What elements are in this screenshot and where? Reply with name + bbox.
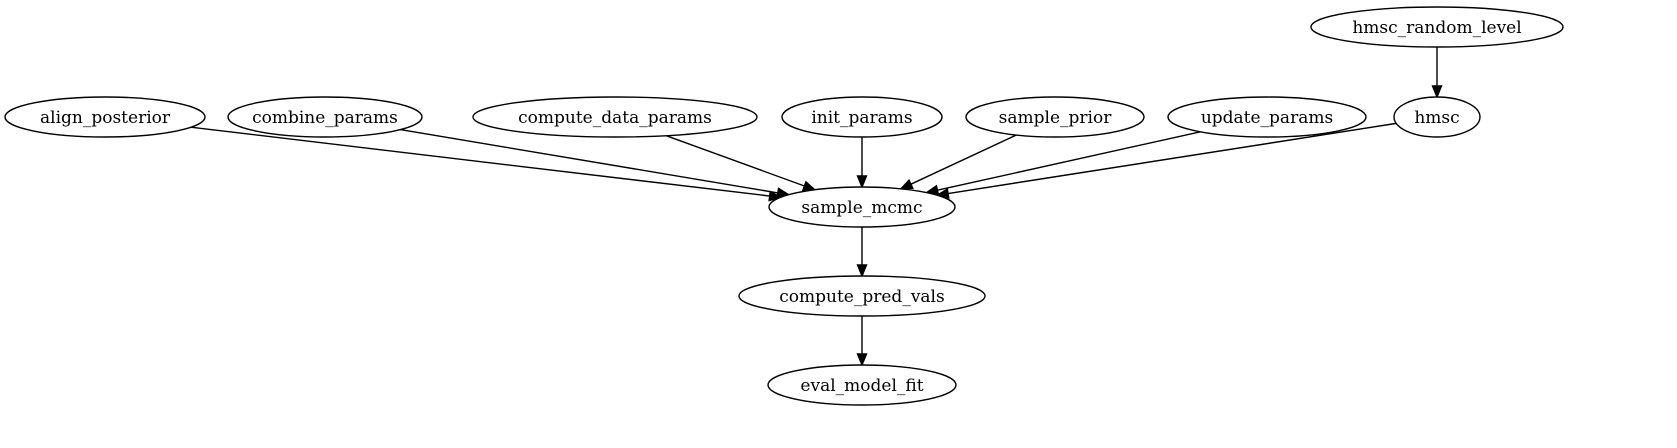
node-label: eval_model_fit: [800, 376, 923, 396]
arrowhead-icon: [899, 178, 914, 190]
node-ellipse: [768, 186, 956, 228]
node-label: hmsc_random_level: [1352, 18, 1521, 38]
edge-line: [665, 134, 805, 187]
edge-update_params-to-sample_mcmc: [924, 131, 1201, 196]
node-hmsc_random_level: hmsc_random_level: [1310, 6, 1564, 48]
node-label: hmsc: [1414, 108, 1459, 128]
edge-line: [947, 122, 1397, 195]
node-label: compute_pred_vals: [779, 287, 944, 307]
node-compute_pred_vals: compute_pred_vals: [738, 275, 986, 317]
edge-line: [910, 134, 1017, 185]
edge-sample_mcmc-to-compute_pred_vals: [856, 227, 868, 278]
node-ellipse: [781, 96, 943, 138]
node-label: combine_params: [252, 108, 398, 128]
edge-init_params-to-sample_mcmc: [856, 137, 868, 189]
edge-compute_data_params-to-sample_mcmc: [665, 134, 817, 191]
node-label: sample_prior: [999, 108, 1113, 128]
edge-align_posterior-to-sample_mcmc: [190, 126, 783, 202]
node-ellipse: [1310, 6, 1564, 48]
arrowhead-icon: [856, 264, 868, 278]
node-label: update_params: [1201, 108, 1333, 128]
node-update_params: update_params: [1167, 96, 1367, 138]
node-ellipse: [965, 96, 1145, 138]
node-label: init_params: [811, 108, 912, 128]
node-ellipse: [1393, 96, 1481, 138]
node-compute_data_params: compute_data_params: [472, 96, 758, 138]
node-eval_model_fit: eval_model_fit: [767, 364, 957, 406]
arrowhead-icon: [856, 175, 868, 189]
edge-combine_params-to-sample_mcmc: [400, 128, 791, 199]
node-sample_mcmc: sample_mcmc: [768, 186, 956, 228]
node-combine_params: combine_params: [227, 96, 423, 138]
node-ellipse: [4, 96, 206, 138]
node-align_posterior: align_posterior: [4, 96, 206, 138]
node-ellipse: [767, 364, 957, 406]
node-ellipse: [1167, 96, 1367, 138]
arrowhead-icon: [801, 180, 817, 191]
arrowhead-icon: [768, 190, 783, 202]
node-label: align_posterior: [40, 108, 171, 128]
edge-hmsc_random_level-to-hmsc: [1431, 47, 1443, 99]
node-label: compute_data_params: [518, 108, 712, 128]
edge-line: [190, 126, 770, 197]
node-hmsc: hmsc: [1393, 96, 1481, 138]
node-init_params: init_params: [781, 96, 943, 138]
edge-line: [400, 128, 778, 194]
edge-line: [937, 131, 1201, 191]
arrowhead-icon: [856, 353, 868, 367]
edge-compute_pred_vals-to-eval_model_fit: [856, 316, 868, 367]
arrowhead-icon: [1431, 85, 1443, 99]
node-label: sample_mcmc: [801, 198, 922, 218]
node-sample_prior: sample_prior: [965, 96, 1145, 138]
node-ellipse: [738, 275, 986, 317]
nodes-layer: hmsc_random_level align_posterior combine_…: [4, 6, 1564, 406]
node-ellipse: [227, 96, 423, 138]
edge-hmsc-to-sample_mcmc: [935, 122, 1397, 199]
edge-sample_prior-to-sample_mcmc: [899, 134, 1017, 190]
node-ellipse: [472, 96, 758, 138]
edges-layer: [190, 47, 1443, 367]
